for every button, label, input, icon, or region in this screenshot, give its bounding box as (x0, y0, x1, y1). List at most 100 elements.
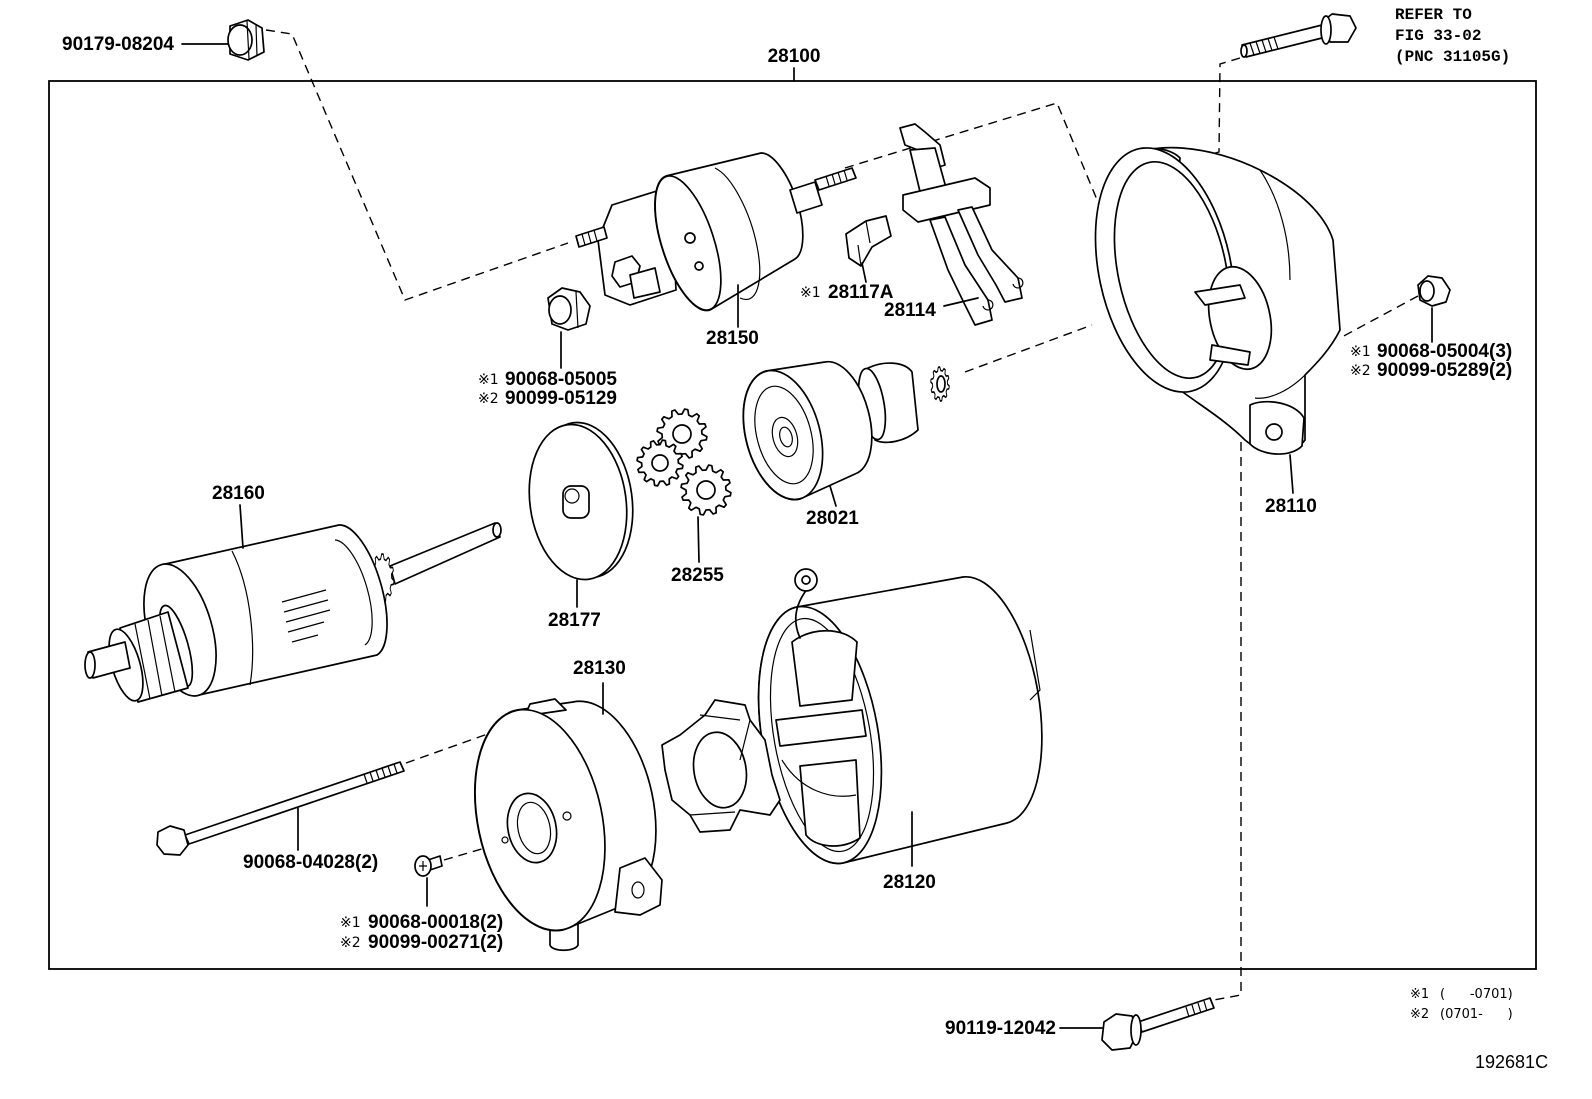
solenoid-band (714, 167, 761, 301)
part-number-label: 28110 (1265, 496, 1317, 517)
field-pole (791, 630, 858, 707)
contact-plate-edges (857, 220, 871, 267)
part-number-label: 90068-05005 (505, 369, 617, 390)
end-frame-bracket (614, 857, 663, 916)
legend-mark: ※2 (1410, 1007, 1429, 1022)
stub-shaft-end (84, 651, 96, 679)
gear-hub (651, 454, 669, 472)
shaft-end (492, 522, 502, 538)
solenoid-nut-drawing (547, 287, 591, 331)
housing-lever (1194, 284, 1246, 306)
field-coil-lead (781, 759, 857, 797)
terminal-lug (629, 267, 661, 299)
screw-drawing (414, 855, 443, 877)
nut-drawing (227, 19, 265, 61)
legend-range: ( -0701) (1440, 987, 1513, 1002)
refer-note-line: FIG 33-02 (1395, 27, 1481, 45)
part-number-label: 90099-00271(2) (368, 932, 503, 953)
planetary-gears-drawing (636, 408, 732, 516)
part-labels: 90179-08204 28100 REFER TO FIG 33-02 (PN… (62, 6, 1512, 1039)
alignment-dashed-line (265, 29, 569, 301)
part-number-label: 90068-04028(2) (243, 852, 378, 873)
contact-plate (845, 215, 892, 267)
clutch-face (742, 369, 824, 501)
part-number-label: 90068-00018(2) (368, 912, 503, 933)
stud-threads (581, 229, 598, 246)
through-bolt-head (156, 825, 189, 856)
part-number-label: 28021 (806, 508, 859, 529)
bottom-bolt-drawing (1101, 997, 1215, 1051)
bolt-flange (1320, 15, 1332, 45)
lead-terminal-marks (982, 277, 1024, 311)
through-bolt-drawing (156, 761, 405, 856)
lead-strip (957, 206, 1023, 303)
housing-opening (1113, 160, 1231, 380)
leader-line (861, 262, 867, 283)
through-bolt-threads (363, 763, 398, 784)
plunger-sleeve (789, 181, 823, 214)
armature-shaft (389, 522, 501, 585)
part-number-label: 28120 (883, 872, 936, 893)
end-frame-bore-inner (516, 801, 552, 855)
plunger-threads (825, 169, 848, 187)
solenoid-bolt (694, 261, 704, 271)
refer-note-line: REFER TO (1395, 6, 1472, 24)
clutch-drawing (742, 360, 950, 501)
part-number-label: 28130 (573, 658, 626, 679)
alignment-dashed-line (1339, 295, 1419, 339)
leader-line (829, 485, 837, 507)
figure-code: 192681C (1475, 1052, 1548, 1072)
part-number-label: 90068-05004(3) (1377, 341, 1512, 362)
housing-nut-drawing (1417, 275, 1451, 307)
end-frame-hole (562, 811, 572, 821)
bolt-tip (1240, 44, 1248, 58)
field-pole (799, 759, 861, 847)
gear-hub (696, 480, 716, 500)
solenoid-drawing (575, 152, 857, 312)
part-number-label: 28177 (548, 610, 601, 631)
screw-slot (419, 861, 427, 871)
leader-lines (181, 43, 1433, 1029)
legend-mark: ※1 (1410, 987, 1429, 1002)
clutch-ring (754, 385, 814, 485)
commutator-segments (134, 615, 176, 700)
core-lamination-line (231, 550, 254, 686)
leader-line (1289, 454, 1294, 494)
pinion-bore (936, 375, 946, 393)
variant-mark: ※2 (1350, 363, 1371, 379)
solenoid-bolt (684, 232, 696, 244)
plate-hub-bore (564, 488, 580, 504)
armature-drawing (84, 522, 502, 703)
nut-edges (575, 291, 579, 329)
leader-line (697, 516, 700, 563)
core-end-ring (334, 539, 373, 646)
bolt-shank (1137, 997, 1215, 1033)
bolt-threads (1249, 36, 1279, 56)
bolt-threads (1185, 1000, 1208, 1018)
nut-face (548, 295, 572, 325)
clutch-bore-inner (779, 426, 793, 448)
alignment-dashed-line (1196, 57, 1241, 159)
lead-plate-drawing (899, 123, 1024, 326)
plunger-rod (814, 167, 857, 191)
housing-hole (1265, 423, 1283, 441)
variant-legend: ※1 ( -0701) ※2 (0701- ) (1410, 987, 1513, 1022)
leader-line (943, 297, 979, 307)
bolt-drawing (1240, 13, 1357, 58)
brush-plate-edges (689, 714, 751, 816)
nut-face (1419, 280, 1435, 302)
gear-hub (672, 424, 692, 444)
brush-plate-opening (692, 731, 748, 809)
housing-drawing (1094, 146, 1341, 455)
alignment-dashed-line (964, 324, 1093, 373)
field-lead-ring-hole (801, 575, 811, 585)
legend-range: (0701- ) (1440, 1007, 1513, 1022)
assembly-part-number: 28100 (768, 46, 821, 67)
lead-plate-box (902, 177, 991, 223)
field-frame-wall (769, 617, 875, 853)
variant-mark: ※1 (478, 372, 499, 388)
core-winding-slots (281, 589, 331, 643)
part-number-label: 28150 (706, 328, 759, 349)
nut-edges (246, 20, 258, 60)
end-frame-hole (501, 836, 509, 844)
